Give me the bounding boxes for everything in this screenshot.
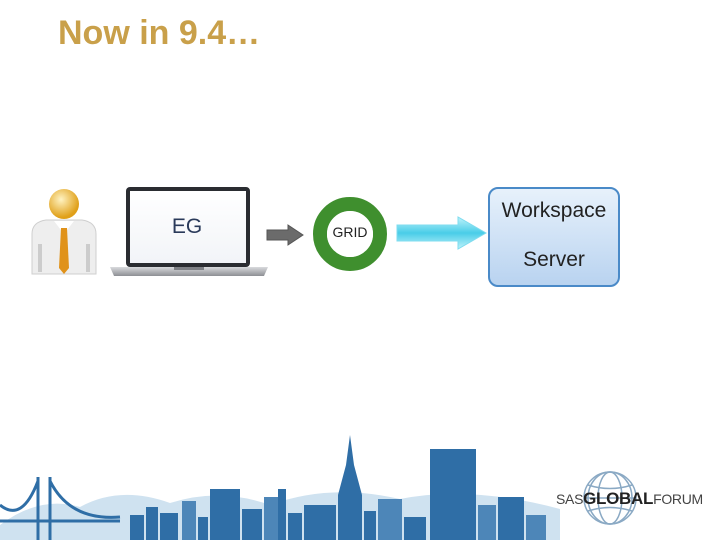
arrow-right-large-icon <box>396 216 488 250</box>
grid-label: GRID <box>332 224 368 240</box>
slide-title: Now in 9.4… <box>58 14 261 52</box>
server-label-line2: Server <box>523 248 585 271</box>
workspace-server-box <box>488 187 620 287</box>
server-label-line1: Workspace <box>501 199 607 222</box>
arrow-right-icon <box>266 224 304 246</box>
logo-suffix: FORUM <box>653 491 703 507</box>
logo-prefix: SAS <box>556 491 584 507</box>
sas-global-forum-logo: SASGLOBALFORUM <box>556 489 703 509</box>
user-icon <box>31 189 97 275</box>
logo-bold: GLOBAL <box>583 489 654 508</box>
grid-ring-icon <box>313 197 387 271</box>
city-skyline-illustration <box>0 435 560 540</box>
client-label: EG <box>171 215 203 238</box>
laptop-icon <box>110 187 268 276</box>
globe-logo-icon <box>583 471 637 525</box>
